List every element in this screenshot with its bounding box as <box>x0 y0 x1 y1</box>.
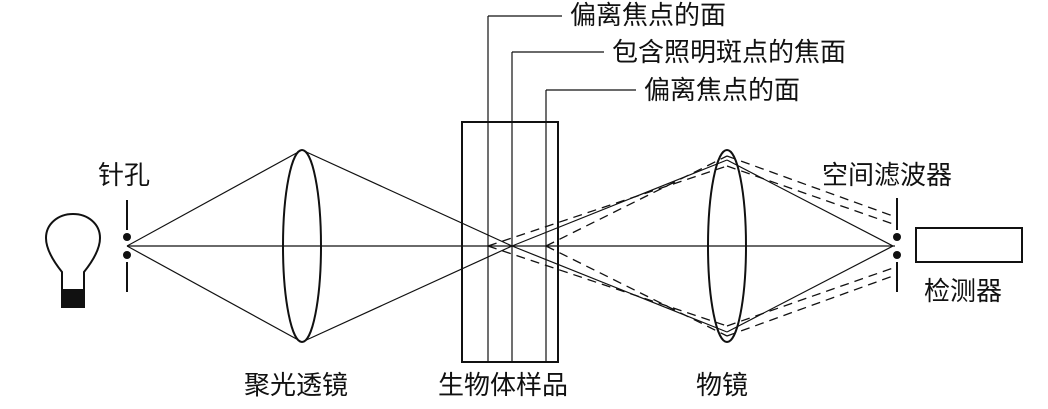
label-pinhole: 针孔 <box>98 161 150 191</box>
label-condenser-lens: 聚光透镜 <box>244 371 348 401</box>
label-sample: 生物体样品 <box>438 371 568 401</box>
sample-block <box>461 121 559 363</box>
detector-icon <box>915 227 1023 263</box>
defocused-rays <box>487 155 894 337</box>
label-detector: 检测器 <box>924 277 1002 307</box>
pinhole-icon <box>123 200 131 292</box>
label-defocus-plane-top: 偏离焦点的面 <box>570 1 726 31</box>
spatial-filter-icon <box>893 198 901 292</box>
objective-lens <box>707 149 747 343</box>
label-objective: 物镜 <box>696 371 748 401</box>
label-spatial-filter: 空间滤波器 <box>822 161 952 191</box>
condenser-rays <box>126 149 513 343</box>
label-defocus-plane-bottom: 偏离焦点的面 <box>644 76 800 106</box>
label-focal-plane: 包含照明斑点的焦面 <box>612 38 846 68</box>
focused-rays <box>511 159 894 333</box>
light-bulb-icon <box>44 212 102 308</box>
